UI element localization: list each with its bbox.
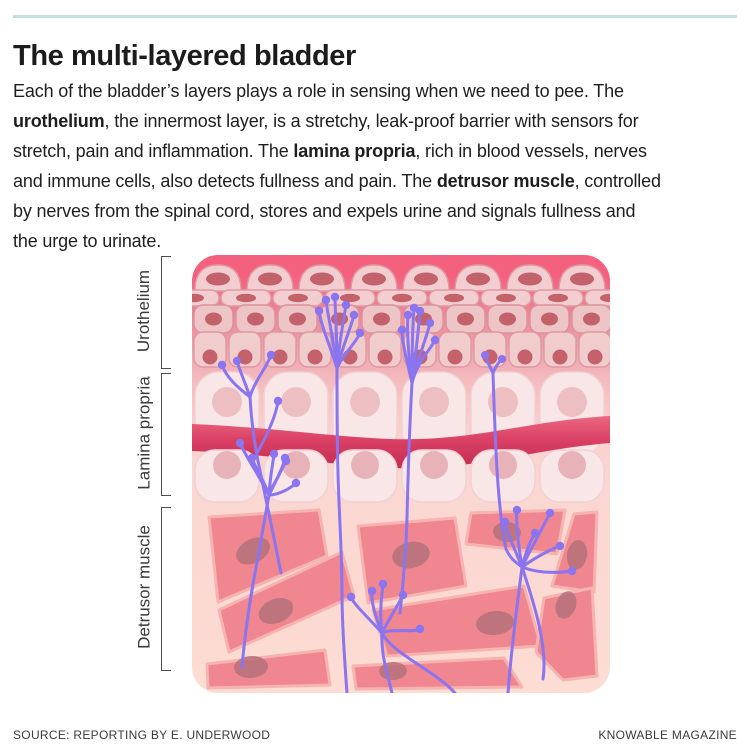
- intro-line: urothelium, the innermost layer, is a st…: [13, 111, 639, 131]
- detrusor-label: Detrusor muscle: [134, 525, 154, 649]
- intro-line: stretch, pain and inflammation. The lami…: [13, 141, 647, 161]
- detrusor-layer: [205, 508, 599, 691]
- muscle-fiber: [534, 586, 599, 682]
- basal-cell-row: [193, 331, 610, 368]
- intro-line: and immune cells, also detects fullness …: [13, 171, 661, 191]
- accent-rule: [13, 15, 737, 18]
- intro-line: the urge to urinate.: [13, 231, 162, 251]
- urothelium-layer: [192, 264, 610, 368]
- page-title: The multi-layered bladder: [13, 40, 356, 72]
- urothelium-label: Urothelium: [134, 269, 153, 353]
- lamina-propria-bracket: [161, 373, 171, 496]
- muscle-fiber: [371, 584, 543, 658]
- muscle-fiber: [205, 648, 332, 690]
- intro-line: Each of the bladder’s layers plays a rol…: [13, 81, 624, 101]
- detrusor-bracket: [161, 507, 171, 671]
- muscle-fiber: [550, 510, 599, 594]
- bladder-diagram: [192, 255, 610, 693]
- nerve-tree-mid-right: [397, 303, 440, 615]
- intro-paragraph: Each of the bladder’s layers plays a rol…: [13, 76, 737, 256]
- lamina-propria-label: Lamina propria: [134, 376, 154, 490]
- nerve-tree-detrusor-right: [481, 351, 577, 693]
- lamina-cell-row-lower: [194, 449, 605, 503]
- footer: SOURCE: REPORTING BY E. UNDERWOOD KNOWAB…: [13, 728, 737, 742]
- nerve-tree-detrusor-middle: [346, 579, 457, 693]
- lamina-propria-layer: [192, 371, 610, 503]
- nerve-tree-left-lower: [235, 438, 301, 669]
- muscle-fiber: [351, 656, 524, 691]
- nerve-fibers: [217, 292, 577, 693]
- intro-line: by nerves from the spinal cord, stores a…: [13, 201, 636, 221]
- blood-vessel: [192, 416, 610, 469]
- muscle-fiber: [207, 508, 329, 604]
- muscle-fiber: [464, 508, 567, 556]
- muscle-fiber: [356, 516, 468, 605]
- lamina-cell-row-upper: [194, 371, 605, 456]
- brand-credit: KNOWABLE MAGAZINE: [598, 728, 737, 742]
- intermediate-cell-row: [193, 304, 610, 334]
- nerve-tree-left-upper: [217, 350, 290, 575]
- source-credit: SOURCE: REPORTING BY E. UNDERWOOD: [13, 728, 271, 742]
- nerve-tree-center: [314, 292, 365, 693]
- flat-cell-row: [192, 289, 610, 307]
- umbrella-cell-row: [194, 264, 606, 292]
- urothelium-bracket: [161, 256, 171, 369]
- muscle-fiber: [217, 550, 356, 654]
- wall-background: [192, 255, 610, 693]
